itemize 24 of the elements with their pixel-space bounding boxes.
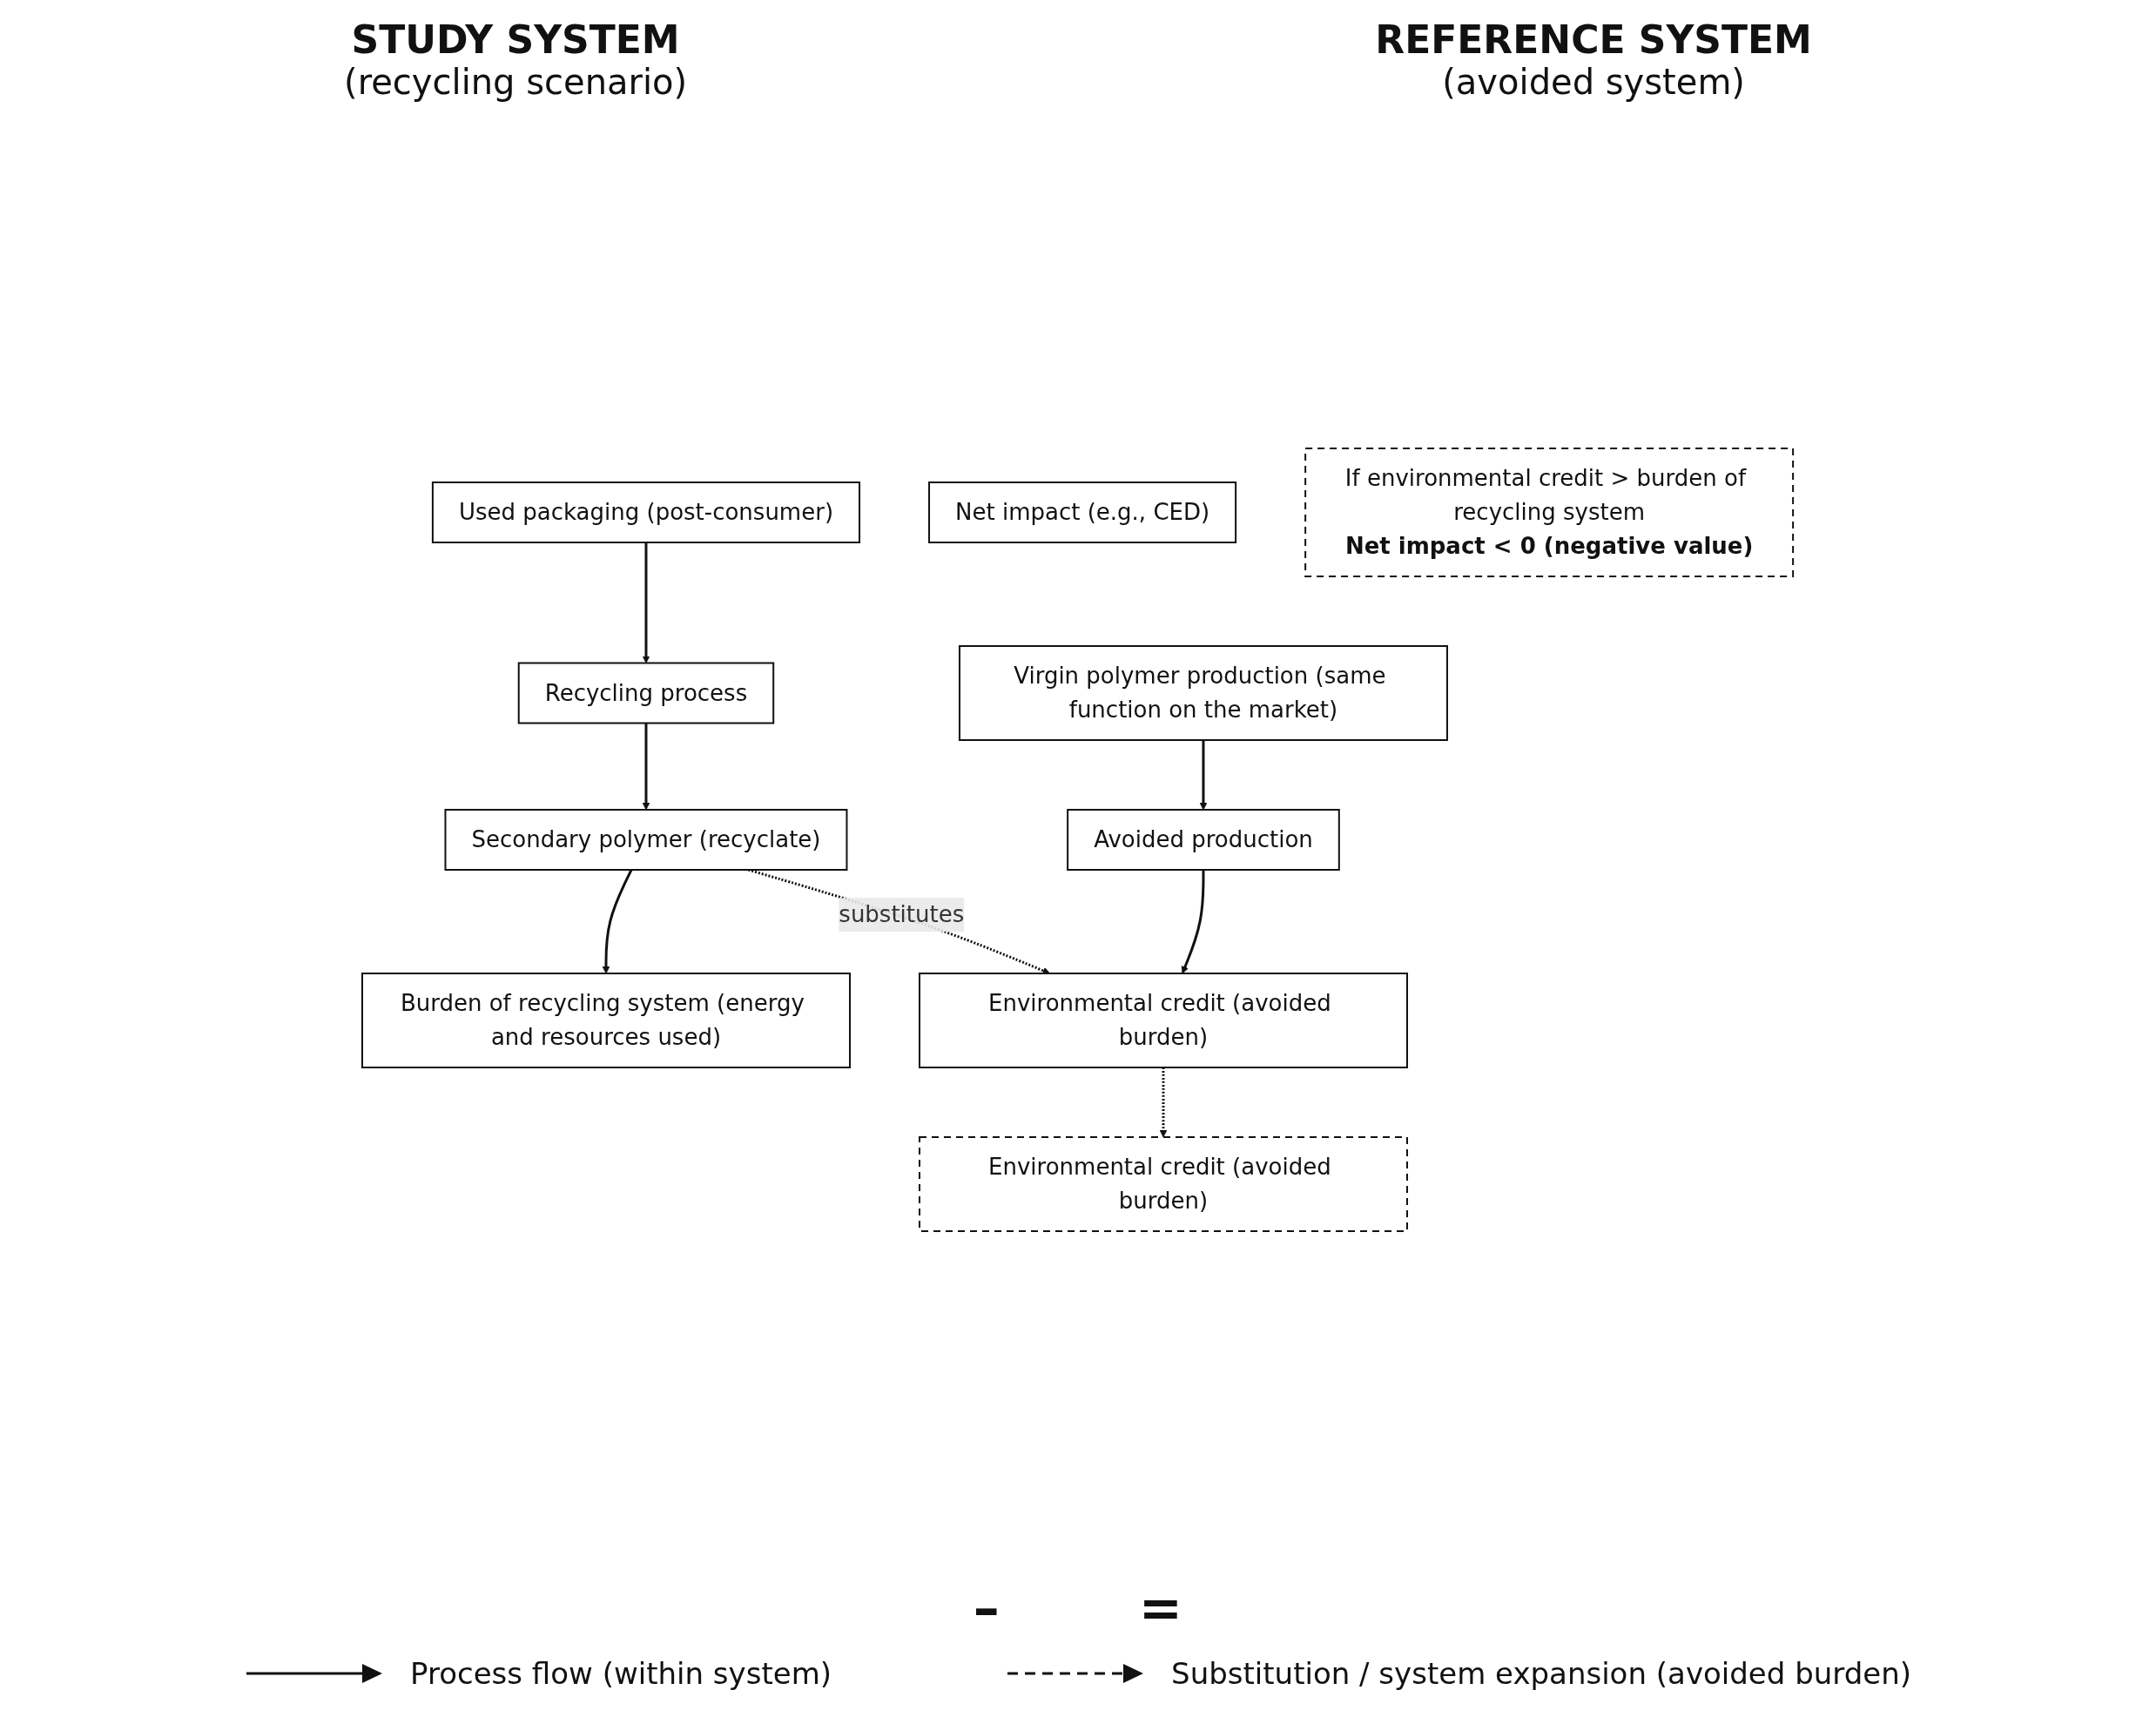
node-box: Recycling process bbox=[518, 662, 775, 724]
legend-text: Process flow (within system) bbox=[410, 1656, 832, 1691]
node-box: Environmental credit (avoided burden) bbox=[919, 973, 1409, 1068]
node-box: Burden of recycling system (energy and resources used) bbox=[361, 973, 852, 1068]
arrow bbox=[643, 723, 650, 811]
operator-sign: – bbox=[973, 1578, 1000, 1639]
edge-label: substitutes bbox=[839, 901, 965, 928]
node-box: Avoided production bbox=[1067, 809, 1341, 871]
legend-text: Substitution / system expansion (avoided burden) bbox=[1171, 1656, 1911, 1691]
node-box: Environmental credit (avoided burden) bbox=[919, 1136, 1409, 1232]
node-box: Secondary polymer (recyclate) bbox=[444, 809, 848, 871]
arrow bbox=[643, 542, 650, 663]
arrow bbox=[1200, 740, 1208, 811]
node-box: If environmental credit > burden of recycling system Net impact < 0 (negative value) bbox=[1304, 448, 1795, 577]
column-heading: REFERENCE SYSTEM bbox=[1375, 17, 1812, 62]
arrow bbox=[1182, 870, 1205, 974]
column-heading: STUDY SYSTEM bbox=[350, 17, 681, 62]
node-box: Virgin polymer production (same function on the market) bbox=[959, 645, 1449, 741]
column-subheading: (recycling scenario) bbox=[344, 62, 688, 102]
node-box: Used packaging (post-consumer) bbox=[432, 481, 861, 543]
operator-sign: = bbox=[1138, 1578, 1183, 1639]
node-box: Net impact (e.g., CED) bbox=[928, 481, 1237, 543]
column-subheading: (avoided system) bbox=[1441, 62, 1746, 102]
arrow bbox=[603, 869, 633, 974]
